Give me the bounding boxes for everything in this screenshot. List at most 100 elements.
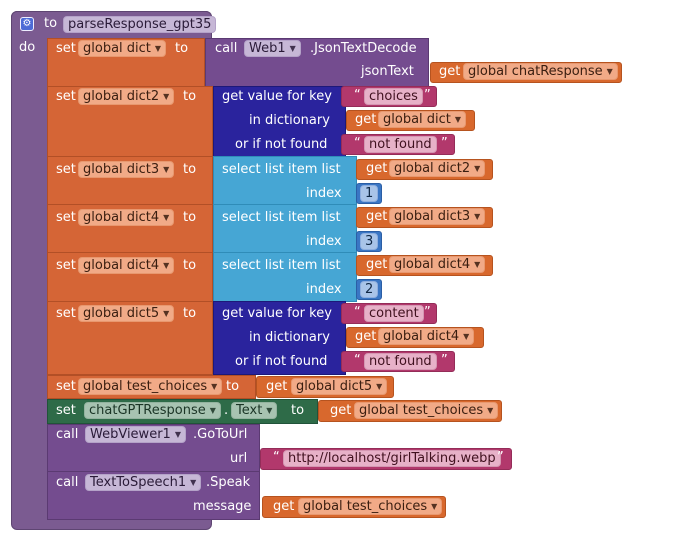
component-dropdown[interactable]: chatGPTResponse▼ [84, 402, 221, 419]
dropdown-arrow-icon: ▼ [209, 406, 216, 415]
set-keyword: set [56, 403, 76, 418]
get-value-for-key-block[interactable] [213, 86, 346, 157]
select-list-item-block[interactable] [213, 252, 357, 302]
variable-name: global dict2 [83, 89, 160, 104]
get-keyword: get [366, 161, 388, 176]
dropdown-arrow-icon: ▼ [376, 382, 383, 391]
quote-icon: ” [441, 353, 448, 368]
variable-dropdown[interactable]: global dict▼ [378, 111, 467, 128]
gear-icon[interactable]: ⚙ [20, 17, 34, 31]
variable-name: global dict [383, 112, 451, 127]
dict-lookup-header: get value for key [222, 89, 332, 104]
dropdown-arrow-icon: ▼ [174, 430, 181, 439]
variable-dropdown[interactable]: global dict2▼ [389, 160, 486, 177]
procedure-name-field[interactable]: parseResponse_gpt35 [63, 16, 217, 33]
dict-lookup-header: get value for key [222, 306, 332, 321]
to-keyword: to [291, 403, 305, 418]
variable-dropdown[interactable]: global test_choices▼ [78, 378, 223, 395]
variable-dropdown[interactable]: global dict4▼ [78, 209, 175, 226]
call-keyword: call [215, 41, 238, 56]
dropdown-arrow-icon: ▼ [211, 382, 218, 391]
quote-icon: ” [441, 136, 448, 151]
property-dropdown[interactable]: Text▼ [231, 402, 278, 419]
get-keyword: get [439, 64, 461, 79]
select-list-item-header: select list item list [222, 162, 341, 177]
text-value-field[interactable]: choices [364, 88, 423, 105]
component-dropdown[interactable]: Web1▼ [244, 40, 301, 57]
method-name: .JsonTextDecode [310, 41, 417, 56]
text-value-field[interactable]: http://localhost/girlTalking.webp [283, 450, 501, 467]
param-label: url [230, 451, 248, 466]
variable-name: global dict3 [394, 209, 471, 224]
get-keyword: get [273, 499, 295, 514]
to-keyword: to [183, 258, 197, 273]
variable-dropdown[interactable]: global dict2▼ [78, 88, 175, 105]
to-keyword: to [183, 210, 197, 225]
dropdown-arrow-icon: ▼ [474, 212, 481, 221]
call-keyword: call [56, 475, 79, 490]
variable-dropdown[interactable]: global test_choices▼ [298, 498, 443, 515]
variable-name: global chatResponse [468, 64, 603, 79]
variable-dropdown[interactable]: global test_choices▼ [354, 402, 499, 419]
variable-name: global dict2 [394, 161, 471, 176]
variable-dropdown[interactable]: global dict3▼ [78, 161, 175, 178]
set-keyword: set [56, 306, 76, 321]
variable-name: global dict5 [296, 379, 373, 394]
variable-name: global dict5 [83, 306, 160, 321]
dropdown-arrow-icon: ▼ [487, 406, 494, 415]
select-list-item-block[interactable] [213, 204, 357, 253]
get-keyword: get [366, 257, 388, 272]
get-keyword: get [366, 209, 388, 224]
get-keyword: get [355, 112, 377, 127]
number-value-field[interactable]: 1 [360, 185, 379, 202]
dropdown-arrow-icon: ▼ [474, 260, 481, 269]
method-name: .Speak [206, 475, 251, 490]
component-dropdown[interactable]: WebViewer1▼ [85, 426, 186, 443]
to-keyword: to [175, 41, 189, 56]
component-name: Web1 [249, 41, 286, 56]
get-keyword: get [355, 329, 377, 344]
index-label: index [306, 234, 342, 249]
variable-name: global dict4 [83, 210, 160, 225]
to-keyword: to [183, 306, 197, 321]
number-value-field[interactable]: 2 [360, 281, 379, 298]
text-value-field[interactable]: content [364, 305, 424, 322]
variable-dropdown[interactable]: global chatResponse▼ [463, 63, 618, 80]
variable-dropdown[interactable]: global dict5▼ [78, 305, 175, 322]
quote-icon: “ [354, 136, 361, 151]
dropdown-arrow-icon: ▼ [606, 67, 613, 76]
variable-name: global test_choices [303, 499, 428, 514]
dot-separator: . [224, 403, 229, 418]
set-keyword: set [56, 162, 76, 177]
text-value-field[interactable]: not found [364, 136, 437, 153]
variable-dropdown[interactable]: global dict4▼ [78, 257, 175, 274]
variable-name: global test_choices [83, 379, 208, 394]
variable-name: global dict4 [383, 329, 460, 344]
variable-dropdown[interactable]: global dict5▼ [291, 378, 388, 395]
dropdown-arrow-icon: ▼ [163, 309, 170, 318]
variable-dropdown[interactable]: global dict3▼ [389, 208, 486, 225]
variable-dropdown[interactable]: global dict4▼ [378, 328, 475, 345]
call-keyword: call [56, 427, 79, 442]
quote-icon: “ [273, 450, 280, 465]
variable-name: global dict4 [83, 258, 160, 273]
get-keyword: get [266, 379, 288, 394]
set-keyword: set [56, 41, 76, 56]
variable-dropdown[interactable]: global dict▼ [78, 40, 167, 57]
number-value-field[interactable]: 3 [360, 233, 379, 250]
text-value-field[interactable]: not found [364, 353, 437, 370]
select-list-item-header: select list item list [222, 210, 341, 225]
procedure-to-keyword: to [44, 16, 58, 31]
dropdown-arrow-icon: ▼ [154, 44, 162, 53]
variable-dropdown[interactable]: global dict4▼ [389, 256, 486, 273]
get-keyword: get [330, 403, 352, 418]
quote-icon: ” [497, 450, 504, 465]
variable-name: global dict [83, 41, 151, 56]
get-value-for-key-block[interactable] [213, 301, 346, 375]
component-name: TextToSpeech1 [90, 475, 187, 490]
in-dictionary-label: in dictionary [249, 113, 330, 128]
set-keyword: set [56, 89, 76, 104]
to-keyword: to [183, 162, 197, 177]
component-dropdown[interactable]: TextToSpeech1▼ [85, 474, 202, 491]
param-label: jsonText [361, 64, 414, 79]
